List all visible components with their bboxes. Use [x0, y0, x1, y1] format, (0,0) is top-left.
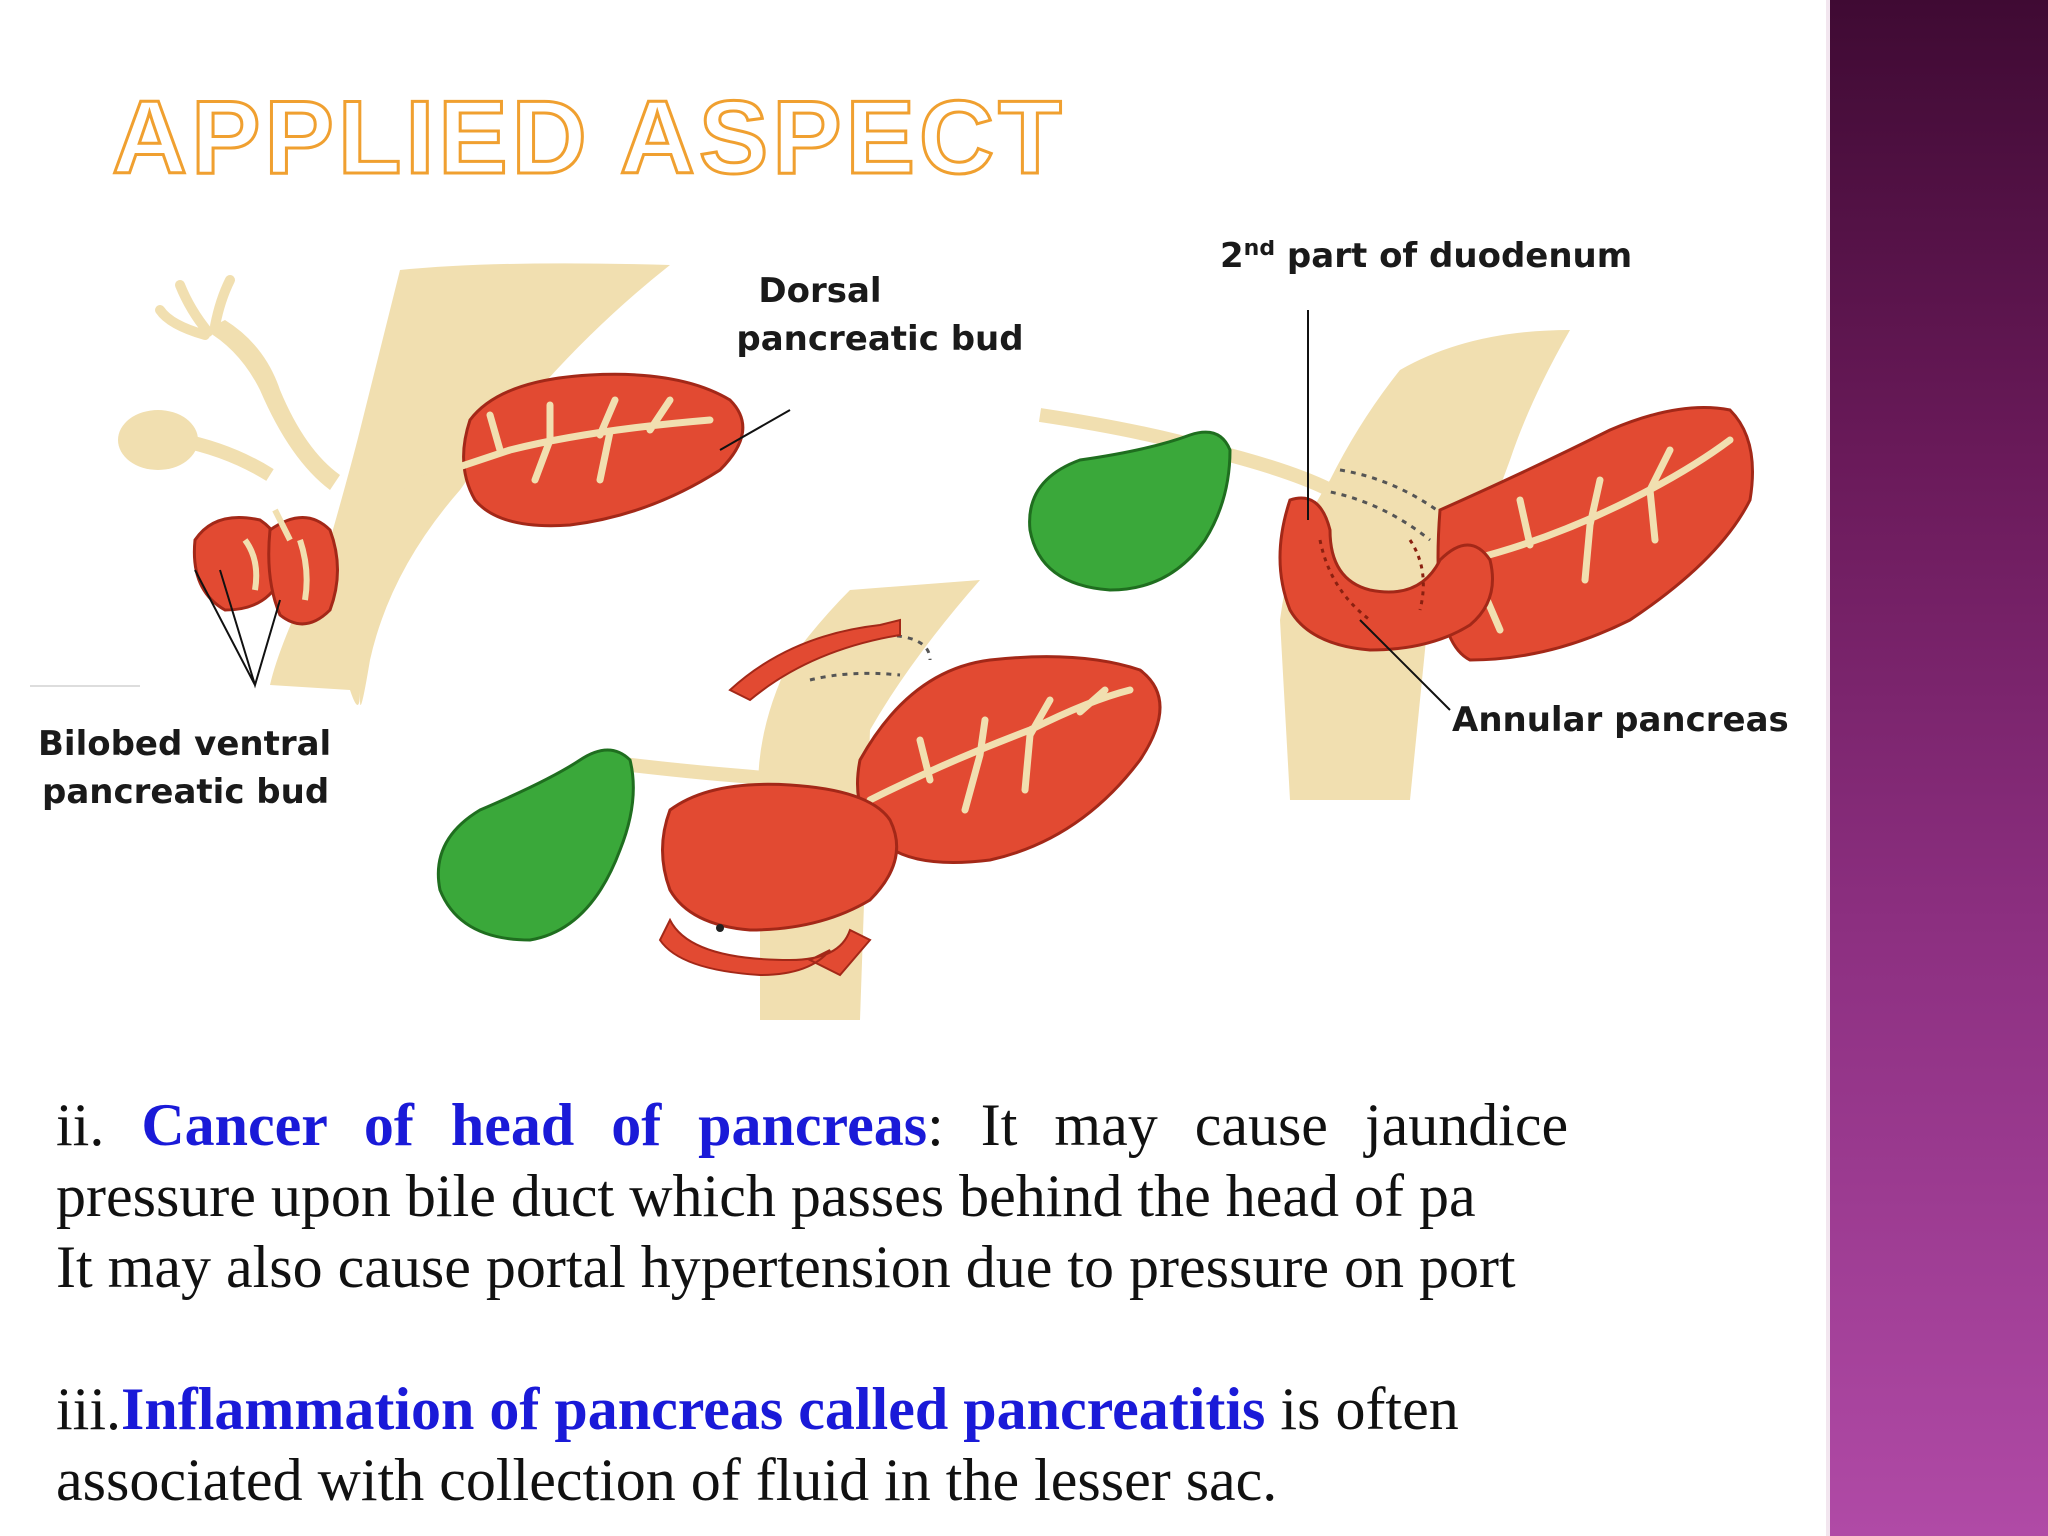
label-dorsal-line1: Dorsal: [758, 271, 881, 311]
paragraph-cancer-line-2: pressure upon bile duct which passes beh…: [56, 1163, 1476, 1229]
gallbladder-right: [1028, 430, 1232, 592]
stage-3-drawing: [1028, 310, 1754, 800]
pancreatitis-rest: is often: [1265, 1376, 1459, 1442]
ventral-bud-lobe-2: [267, 516, 339, 626]
cancer-highlight: Cancer of head of pancreas: [141, 1092, 928, 1158]
ventral-pancreas-mid: [661, 782, 899, 932]
pancreatitis-lead: iii.: [56, 1376, 122, 1442]
bile-duct: [205, 320, 340, 490]
pancreatitis-highlight: Inflammation of pancreas called pancreat…: [121, 1376, 1266, 1442]
dorsal-pancreas-mid: [856, 655, 1162, 864]
paragraph-pancreatitis: iii.Inflammation of pancreas called panc…: [56, 1374, 1786, 1516]
rotation-arrow-bottom: [658, 917, 872, 977]
cancer-rest: : It may cause jaundice: [927, 1092, 1569, 1158]
label-duodenum-superscript: nd: [1244, 240, 1275, 261]
paragraph-cancer-head: ii. Cancer of head of pancreas: It may c…: [56, 1090, 1786, 1303]
annular-ring: [1278, 496, 1494, 652]
decorative-side-band: [1826, 0, 2048, 1536]
gallbladder-mid: [436, 748, 635, 942]
label-annular-pancreas: Annular pancreas: [1452, 700, 1789, 740]
rotation-arrow-top: [728, 618, 901, 702]
stage-1-drawing: [30, 263, 791, 705]
gut-tube: [270, 263, 670, 705]
cancer-lead: ii.: [56, 1092, 142, 1158]
gallbladder-bud: [118, 410, 198, 470]
label-duodenum-rest: part of duodenum: [1275, 240, 1632, 276]
label-duodenum: 2nd part of duodenum: [1220, 240, 1632, 276]
pancreas-development-diagram: Dorsal pancreatic bud Bilobed ventral pa…: [30, 240, 1789, 1020]
label-ventral-line1: Bilobed ventral: [38, 724, 331, 764]
paragraph-pancreatitis-line-2: associated with collection of fluid in t…: [56, 1447, 1278, 1513]
label-ventral-line2: pancreatic bud: [42, 772, 329, 812]
slide: APPLIED ASPECT: [30, 80, 1789, 1516]
slide-title: APPLIED ASPECT: [111, 80, 1066, 196]
paragraph-cancer-line-3: It may also cause portal hypertension du…: [56, 1234, 1516, 1300]
label-duodenum-number: 2: [1220, 240, 1244, 276]
body-text: ii. Cancer of head of pancreas: It may c…: [56, 1090, 1786, 1516]
paragraph-cancer-line-1: ii. Cancer of head of pancreas: It may c…: [56, 1092, 1568, 1158]
pancreas-body-tail: [1436, 406, 1754, 662]
duodenum-tube-right: [1280, 330, 1570, 800]
stage-2-drawing: [436, 580, 1162, 1020]
label-dorsal-line2: pancreatic bud: [736, 319, 1023, 359]
